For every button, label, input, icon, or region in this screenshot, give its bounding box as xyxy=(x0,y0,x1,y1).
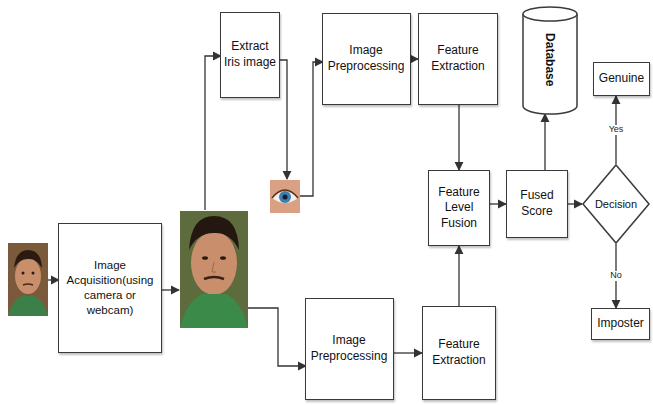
node-label: Image Preprocessing xyxy=(306,333,393,364)
decision-diamond: Decision xyxy=(582,164,650,244)
result-box: Genuine xyxy=(593,62,650,96)
flow-arrow xyxy=(458,105,459,170)
node-label: Imposter xyxy=(594,316,647,332)
node-label: Feature Extraction xyxy=(419,43,497,74)
flow-arrow xyxy=(568,203,582,204)
flow-line xyxy=(160,289,179,290)
face-photo-large xyxy=(180,211,248,328)
face-photo-small xyxy=(8,243,48,316)
node-label: Image Acquisition(using camera or webcam… xyxy=(59,258,161,318)
label-holder: Database xyxy=(520,52,579,68)
process-box: Extract Iris image xyxy=(220,12,280,98)
node-label: Feature Extraction xyxy=(423,337,495,368)
node-label: Image Preprocessing xyxy=(323,43,410,74)
edge-label: Yes xyxy=(607,125,626,135)
node-label: Database xyxy=(542,33,558,86)
result-box: Imposter xyxy=(591,308,650,340)
flow-line xyxy=(205,56,221,210)
process-box: Image Preprocessing xyxy=(322,13,411,105)
flow-arrow xyxy=(490,203,506,204)
flow-arrow xyxy=(544,114,545,170)
process-box: Feature Extraction xyxy=(418,13,498,105)
flow-line xyxy=(300,62,323,196)
flow-line xyxy=(248,308,306,366)
node-label: Feature Level Fusion xyxy=(429,185,489,232)
flow-arrow xyxy=(458,246,459,306)
flow-arrow xyxy=(411,58,419,59)
edge-label: No xyxy=(608,271,624,281)
flow-arrow xyxy=(394,352,423,353)
process-box: Fused Score xyxy=(506,170,568,238)
process-box: Image Preprocessing xyxy=(305,298,394,400)
iris-picture xyxy=(270,180,300,213)
node-label: Extract Iris image xyxy=(221,39,279,70)
node-label: Genuine xyxy=(596,71,647,87)
node-label: Decision xyxy=(595,197,637,211)
flow-lines xyxy=(48,56,323,366)
process-box: Image Acquisition(using camera or webcam… xyxy=(58,223,162,353)
process-box: Feature Extraction xyxy=(422,306,496,400)
database-cylinder: Database xyxy=(522,6,578,114)
node-label: Fused Score xyxy=(507,188,567,219)
process-box: Feature Level Fusion xyxy=(428,170,490,246)
